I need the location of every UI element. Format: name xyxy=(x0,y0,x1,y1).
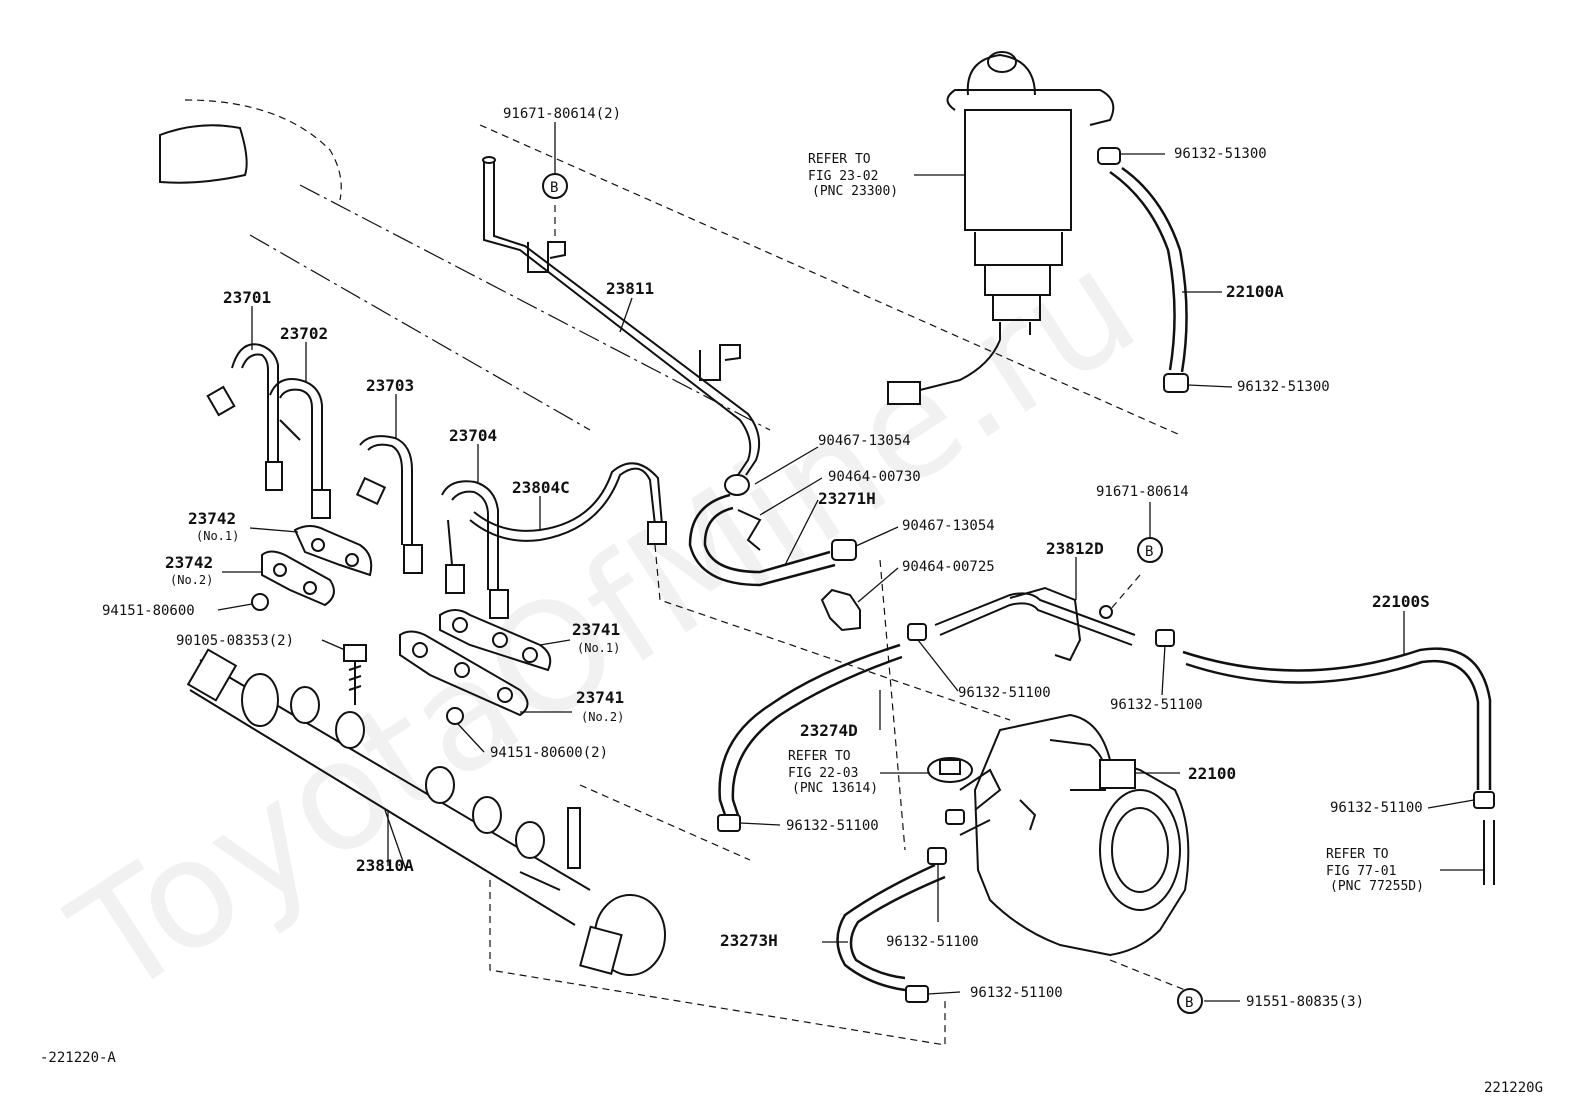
label-94151-80600[interactable]: 94151-80600 xyxy=(102,603,195,619)
label-23701[interactable]: 23701 xyxy=(223,288,271,307)
hose-23273H[interactable] xyxy=(836,863,946,992)
hose-clamp-96132-51100-d[interactable] xyxy=(945,809,965,825)
label-23742-no1-sub: (No.1) xyxy=(196,529,239,543)
label-96132-51100-d[interactable]: 96132-51100 xyxy=(786,818,879,834)
injection-pipe-23702[interactable] xyxy=(269,378,331,519)
label-23741-no2[interactable]: 23741 xyxy=(576,688,624,707)
hose-23274D[interactable] xyxy=(717,643,903,832)
label-96132-51300-lower[interactable]: 96132-51300 xyxy=(1237,379,1330,395)
callout-b-right-text: B xyxy=(1145,544,1153,560)
refer-tank-line2: FIG 77-01 xyxy=(1326,864,1396,879)
callout-b-right: B xyxy=(1137,537,1163,563)
label-23742-no1[interactable]: 23742 xyxy=(188,509,236,528)
label-91671-80614-2[interactable]: 91671-80614(2) xyxy=(503,106,621,122)
label-96132-51100-f[interactable]: 96132-51100 xyxy=(970,985,1063,1001)
label-90467-13054-b[interactable]: 90467-13054 xyxy=(902,518,995,534)
supply-pump-22100[interactable] xyxy=(959,713,1190,957)
label-96132-51100-e[interactable]: 96132-51100 xyxy=(886,934,979,950)
pipe-clamp-23741-no2[interactable] xyxy=(399,630,529,717)
fuel-line-23811[interactable] xyxy=(482,156,761,496)
hose-22100A[interactable] xyxy=(1109,166,1188,373)
label-23811[interactable]: 23811 xyxy=(606,279,654,298)
label-23273H[interactable]: 23273H xyxy=(720,931,778,950)
label-90464-00730[interactable]: 90464-00730 xyxy=(828,469,921,485)
label-23274D[interactable]: 23274D xyxy=(800,721,858,740)
callout-b-bottom: B xyxy=(1177,988,1203,1014)
injection-pipe-23804C[interactable] xyxy=(469,462,667,545)
refer-cap-line3: (PNC 13614) xyxy=(792,781,878,796)
label-23804C[interactable]: 23804C xyxy=(512,478,570,497)
leader-lines xyxy=(217,122,1484,1002)
label-22100S[interactable]: 22100S xyxy=(1372,592,1430,611)
fuel-pipe-23812D[interactable] xyxy=(934,586,1136,662)
label-23741-no1[interactable]: 23741 xyxy=(572,620,620,639)
callout-b-top: B xyxy=(542,173,568,199)
diagram-code-left: -221220-A xyxy=(40,1050,116,1066)
fuel-cap-fig22-03 xyxy=(927,757,973,783)
refer-tank-line1: REFER TO xyxy=(1326,847,1389,862)
label-23741-no1-sub: (No.1) xyxy=(577,641,620,655)
label-22100[interactable]: 22100 xyxy=(1188,764,1236,783)
refer-filter-line3: (PNC 23300) xyxy=(812,184,898,199)
nut-94151-80600-pair[interactable] xyxy=(446,707,464,725)
callout-b-bottom-text: B xyxy=(1185,995,1193,1011)
bolt-90105-08353[interactable] xyxy=(343,644,367,705)
dashed-reference-lines xyxy=(479,124,1186,1046)
label-96132-51100-b[interactable]: 96132-51100 xyxy=(1110,697,1203,713)
pipe-clamp-23742-no1[interactable] xyxy=(293,525,373,577)
refer-filter-line2: FIG 23-02 xyxy=(808,169,878,184)
label-23741-no2-sub: (No.2) xyxy=(581,710,624,724)
label-23812D[interactable]: 23812D xyxy=(1046,539,1104,558)
label-23810A[interactable]: 23810A xyxy=(356,856,414,875)
hose-clamp-96132-51100-a[interactable] xyxy=(907,623,927,641)
pipe-clamp-23742-no2[interactable] xyxy=(261,550,335,607)
part-labels: 91671-80614(2) 23811 23701 23702 23703 2… xyxy=(102,106,1430,1010)
clip-90464-00730[interactable] xyxy=(737,509,762,551)
label-91551-80835-3[interactable]: 91551-80835(3) xyxy=(1246,994,1364,1010)
engine-outline xyxy=(159,99,771,431)
label-90105-08353-2[interactable]: 90105-08353(2) xyxy=(176,633,294,649)
label-96132-51300-top[interactable]: 96132-51300 xyxy=(1174,146,1267,162)
label-22100A[interactable]: 22100A xyxy=(1226,282,1284,301)
injection-pipe-23704[interactable] xyxy=(441,480,509,619)
label-23702[interactable]: 23702 xyxy=(280,324,328,343)
label-23271H[interactable]: 23271H xyxy=(818,489,876,508)
refer-tank-line3: (PNC 77255D) xyxy=(1330,879,1424,894)
hose-clamp-96132-51300-lower[interactable] xyxy=(1163,373,1189,393)
clip-90464-00725[interactable] xyxy=(820,588,861,632)
clamp-90467-13054-b[interactable] xyxy=(831,539,857,561)
label-23742-no2-sub: (No.2) xyxy=(170,573,213,587)
label-90464-00725[interactable]: 90464-00725 xyxy=(902,559,995,575)
label-96132-51100-a[interactable]: 96132-51100 xyxy=(958,685,1051,701)
label-23703[interactable]: 23703 xyxy=(366,376,414,395)
diagram-code-right: 221220G xyxy=(1484,1080,1543,1096)
hose-clamp-96132-51300-top[interactable] xyxy=(1097,147,1121,165)
label-90467-13054-a[interactable]: 90467-13054 xyxy=(818,433,911,449)
hose-clamp-96132-51100-e[interactable] xyxy=(927,847,947,865)
label-96132-51100-c[interactable]: 96132-51100 xyxy=(1330,800,1423,816)
refer-filter-line1: REFER TO xyxy=(808,152,871,167)
label-91671-80614[interactable]: 91671-80614 xyxy=(1096,484,1189,500)
refer-cap-line1: REFER TO xyxy=(788,749,851,764)
hose-23271H[interactable] xyxy=(688,493,836,587)
refer-cap-line2: FIG 22-03 xyxy=(788,766,858,781)
fuel-filter-assembly xyxy=(887,51,1115,405)
nut-94151-80600[interactable] xyxy=(251,593,269,611)
label-23742-no2[interactable]: 23742 xyxy=(165,553,213,572)
injection-pipe-23701[interactable] xyxy=(206,343,283,491)
callout-b-top-text: B xyxy=(550,180,558,196)
refer-note-tank: REFER TO FIG 77-01 (PNC 77255D) xyxy=(1326,847,1424,894)
refer-note-cap: REFER TO FIG 22-03 (PNC 13614) xyxy=(788,749,878,796)
injection-pipe-23703[interactable] xyxy=(355,435,423,574)
hose-clamp-96132-51100-f[interactable] xyxy=(905,985,929,1003)
hose-clamp-96132-51100-b[interactable] xyxy=(1155,629,1175,647)
refer-note-filter: REFER TO FIG 23-02 (PNC 23300) xyxy=(808,152,898,199)
label-94151-80600-2[interactable]: 94151-80600(2) xyxy=(490,745,608,761)
label-23704[interactable]: 23704 xyxy=(449,426,497,445)
common-rail-23810A[interactable] xyxy=(186,648,666,976)
